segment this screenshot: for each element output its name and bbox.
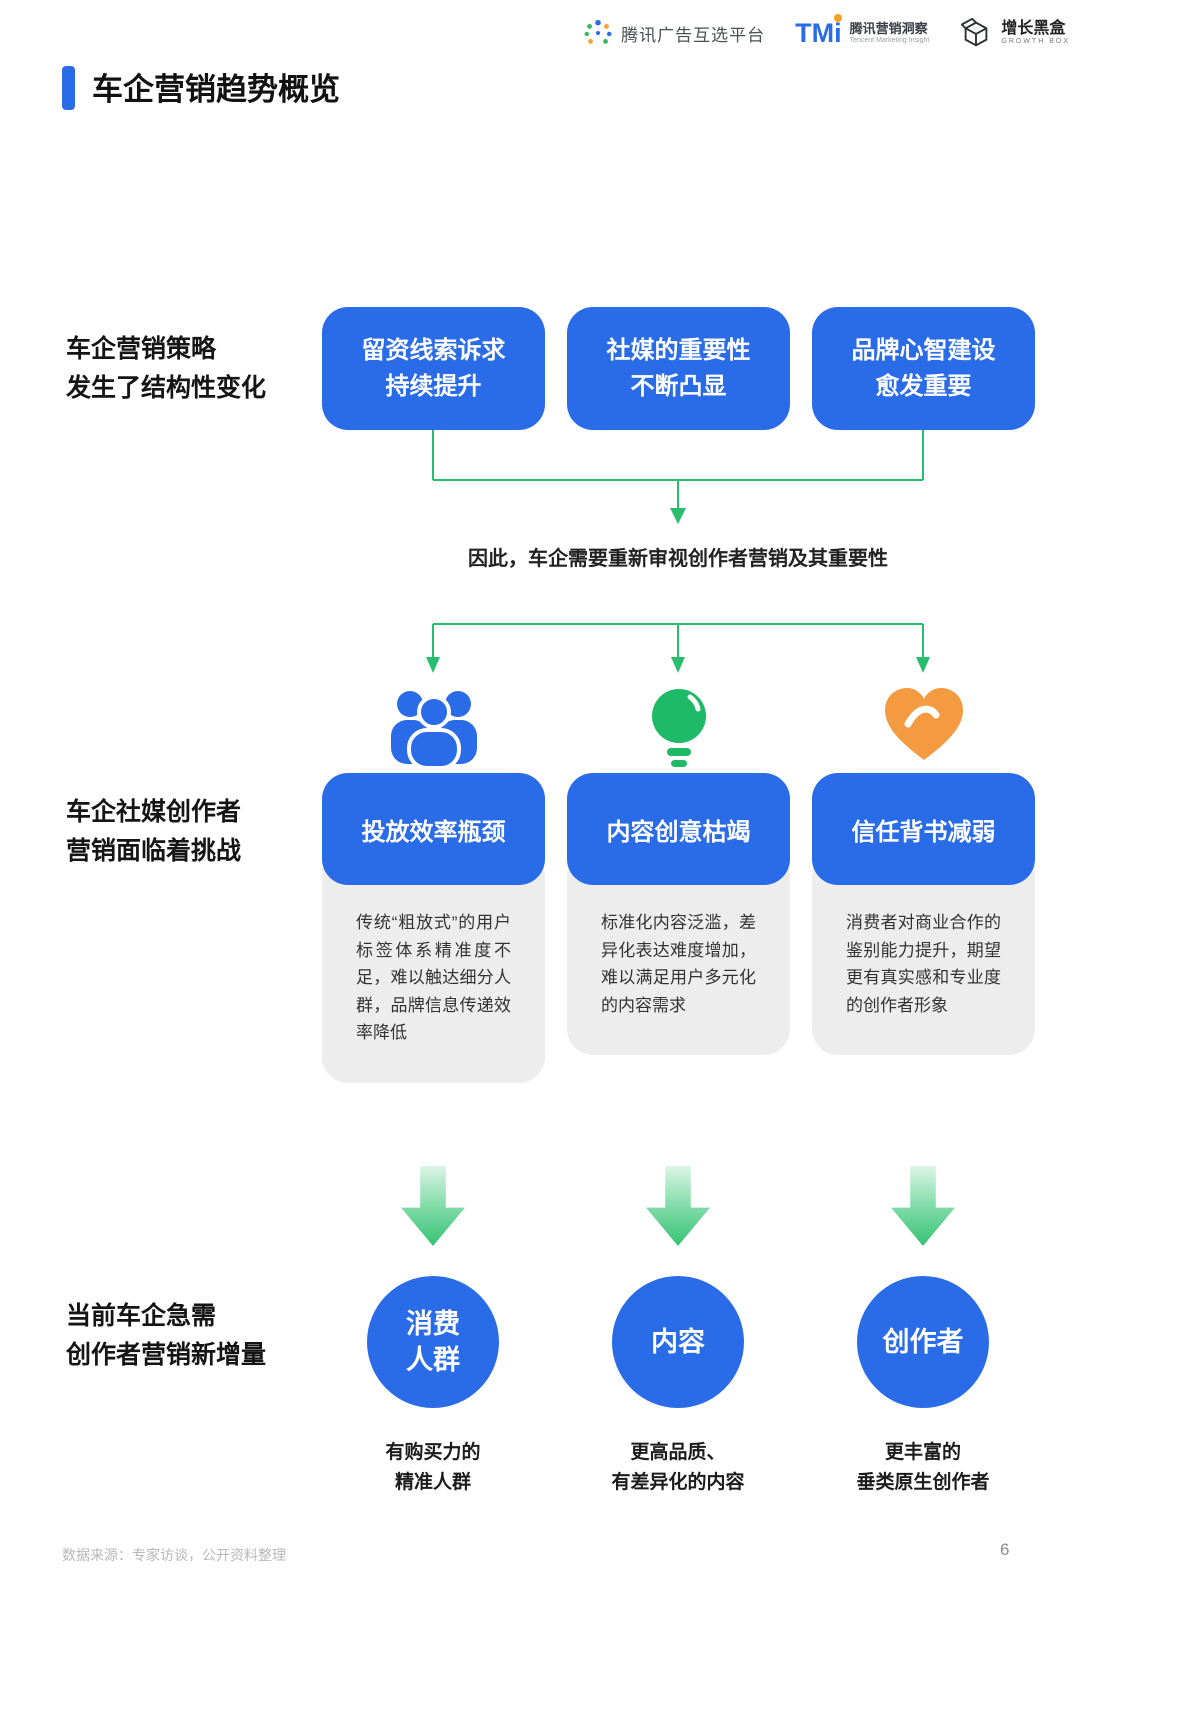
challenge-card-body: 传统“粗放式”的用户标签体系精准度不足，难以触达细分人群，品牌信息传递效率降低 [322, 851, 545, 1083]
growthbox-en-label: GROWTH BOX [1001, 38, 1070, 46]
people-group-icon [390, 691, 477, 768]
challenge-card-body: 标准化内容泛滥，差异化表达难度增加，难以满足用户多元化的内容需求 [567, 851, 790, 1056]
strategy-section-label: 车企营销策略 发生了结构性变化 [66, 335, 267, 402]
tencent-ad-platform-label: 腾讯广告互选平台 [621, 25, 766, 45]
page-title: 车企营销趋势概览 [92, 72, 340, 107]
challenge-card-title: 内容创意枯竭 [567, 773, 790, 885]
open-box-icon [961, 17, 988, 47]
down-arrow-icon [401, 1166, 465, 1246]
header-logos: 腾讯广告互选平台 TMi 腾讯营销洞察 Tencent Marketing In… [583, 16, 1070, 50]
strategy-box-brand: 品牌心智建设 愈发重要 [812, 307, 1035, 430]
tmi-logo: TMi 腾讯营销洞察 Tencent Marketing Insight [795, 17, 930, 48]
need-circle-content: 内容 [612, 1276, 744, 1408]
tmi-cn-label: 腾讯营销洞察 [849, 21, 928, 36]
down-arrow-icon [646, 1166, 710, 1246]
tencent-ad-platform-logo: 腾讯广告互选平台 [583, 18, 765, 48]
challenge-card-title: 信任背书减弱 [812, 773, 1035, 885]
growthbox-logo: 增长黑盒 GROWTH BOX [959, 16, 1070, 50]
data-source-note: 数据来源：专家访谈，公开资料整理 [62, 1547, 286, 1563]
tmi-en-label: Tencent Marketing Insight [849, 36, 930, 44]
need-caption-creators: 更丰富的 垂类原生创作者 [856, 1442, 990, 1494]
challenge-card-title: 投放效率瓶颈 [322, 773, 545, 885]
heart-icon [884, 688, 963, 760]
down-arrow-icon [891, 1166, 955, 1246]
challenge-card-efficiency: 投放效率瓶颈 传统“粗放式”的用户标签体系精准度不足，难以触达细分人群，品牌信息… [322, 773, 545, 1083]
needs-section-label: 当前车企急需 创作者营销新增量 [66, 1302, 267, 1369]
need-circle-audience: 消费 人群 [367, 1276, 499, 1408]
dot-cluster-icon [584, 19, 612, 44]
challenge-icon-wrap [322, 682, 545, 768]
challenge-section-label: 车企社媒创作者 营销面临着挑战 [66, 798, 242, 865]
connector-merge-line [432, 430, 924, 524]
need-caption-audience: 有购买力的 精准人群 [385, 1442, 481, 1494]
strategy-box-leads: 留资线索诉求 持续提升 [322, 307, 545, 430]
challenge-icon-wrap [567, 682, 790, 768]
conclusion-text: 因此，车企需要重新审视创作者营销及其重要性 [468, 548, 888, 570]
challenge-icon-wrap [812, 682, 1035, 768]
challenge-card-creativity: 内容创意枯竭 标准化内容泛滥，差异化表达难度增加，难以满足用户多元化的内容需求 [567, 773, 790, 1056]
lightbulb-icon [651, 689, 706, 767]
title-accent-bar [62, 66, 75, 110]
growthbox-cn-label: 增长黑盒 [1001, 20, 1066, 38]
challenge-card-body: 消费者对商业合作的鉴别能力提升，期望更有真实感和专业度的创作者形象 [812, 851, 1035, 1056]
challenge-card-trust: 信任背书减弱 消费者对商业合作的鉴别能力提升，期望更有真实感和专业度的创作者形象 [812, 773, 1035, 1056]
need-circle-creators: 创作者 [857, 1276, 989, 1408]
connector-branch-line [426, 623, 930, 673]
strategy-box-social: 社媒的重要性 不断凸显 [567, 307, 790, 430]
tmi-wordmark: TMi [795, 17, 842, 48]
page-number: 6 [1000, 1540, 1010, 1559]
need-caption-content: 更高品质、 有差异化的内容 [611, 1442, 745, 1494]
